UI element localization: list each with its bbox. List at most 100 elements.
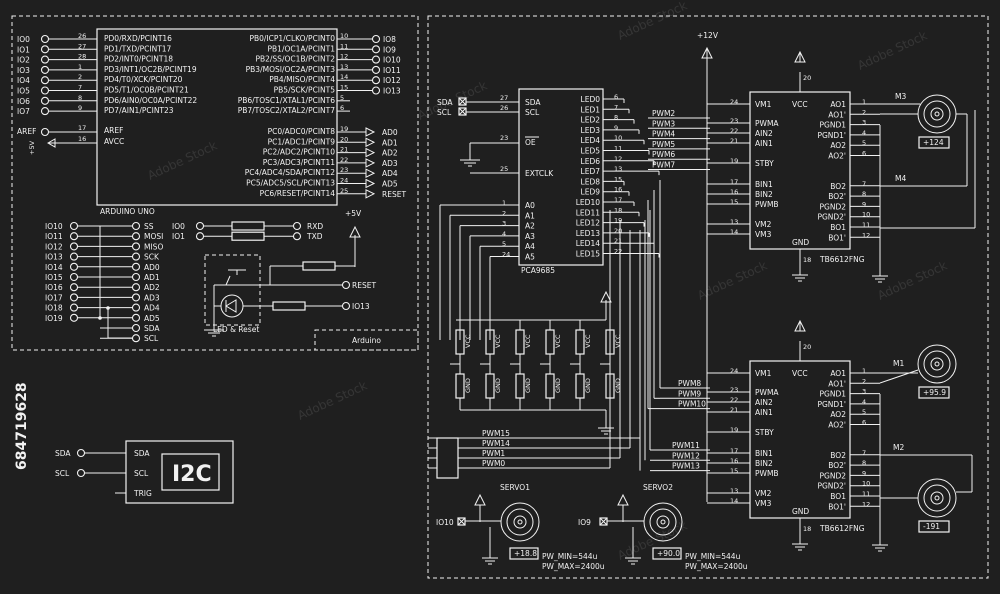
arduino-right-terminal[interactable]	[371, 76, 381, 85]
motor-readout-box	[918, 386, 950, 399]
header-right-net: AD3	[144, 293, 160, 302]
pca-led-pin: LED7	[581, 167, 601, 176]
pca-sda-num: 27	[500, 94, 508, 102]
reset-terminal[interactable]	[341, 280, 351, 290]
i2c-sda-terminal[interactable]	[76, 448, 86, 458]
uart-left-terminal[interactable]	[195, 232, 205, 241]
tb6612-left-num: 15	[730, 467, 738, 475]
io13-terminal[interactable]	[341, 301, 351, 311]
tb6612-left-pin: AIN1	[755, 408, 773, 417]
tb6612-name: TB6612FNG	[819, 255, 865, 264]
arduino-right-terminal[interactable]	[371, 65, 381, 74]
jumper-vcc[interactable]	[545, 329, 555, 355]
arduino-left-terminal[interactable]	[40, 34, 50, 44]
tb6612-left-pin: STBY	[755, 159, 774, 168]
tb6612-left-num: 24	[730, 367, 738, 375]
header-right-terminal[interactable]	[131, 221, 141, 231]
tb6612-vcc: VCC	[792, 369, 808, 378]
arduino-boundary	[11, 15, 419, 351]
arduino-left-terminal[interactable]	[40, 45, 50, 54]
header-left-terminal[interactable]	[69, 232, 79, 241]
arduino-left-terminal[interactable]	[40, 96, 50, 105]
arduino-right-pin-num: 5	[340, 94, 344, 102]
header-left-terminal[interactable]	[69, 293, 79, 302]
header-right-terminal[interactable]	[131, 232, 141, 241]
header-left-terminal[interactable]	[69, 262, 79, 271]
header-right-terminal[interactable]	[131, 303, 141, 312]
pca-led-num: 16	[614, 186, 622, 194]
header-left-terminal[interactable]	[69, 283, 79, 292]
sda-x-terminal[interactable]	[458, 97, 467, 106]
arduino-left-terminal[interactable]	[40, 65, 50, 74]
jumper-gnd[interactable]	[575, 373, 585, 399]
header-right-terminal[interactable]	[131, 293, 141, 302]
uart-left-net: IO0	[172, 222, 185, 231]
pca-led-num: 22	[614, 248, 622, 256]
header-right-net: SCL	[144, 334, 159, 343]
arduino-left-terminal[interactable]	[40, 76, 50, 85]
pca-scl: SCL	[525, 108, 540, 117]
header-left-terminal[interactable]	[69, 272, 79, 282]
pca-address-num: 1	[502, 199, 506, 207]
tb6612-left-pin: AIN2	[755, 129, 773, 138]
arduino-right-terminal[interactable]	[371, 55, 381, 64]
arduino-right-terminal[interactable]	[371, 86, 381, 95]
arduino-right-terminal[interactable]	[371, 45, 381, 54]
arduino-right-terminal[interactable]	[371, 34, 381, 44]
tb6612-right-num: 4	[862, 398, 866, 406]
header-right-terminal[interactable]	[131, 283, 141, 292]
uart-right-terminal[interactable]	[292, 232, 302, 241]
jumper-vcc[interactable]	[575, 329, 585, 355]
header-right-terminal[interactable]	[131, 262, 141, 271]
wire	[879, 369, 919, 384]
tb6612-left-num: 13	[730, 218, 738, 226]
uart-right-net: RXD	[307, 222, 323, 231]
header-right-terminal[interactable]	[131, 334, 141, 343]
uart-right-terminal[interactable]	[292, 221, 302, 231]
tb6612-left-pin: BIN2	[755, 190, 773, 199]
stock-id: 684719628	[14, 382, 30, 470]
uart-resistor	[231, 221, 265, 231]
jumper-vcc[interactable]	[515, 329, 525, 355]
header-left-terminal[interactable]	[69, 242, 79, 251]
motor-name: M1	[893, 359, 904, 368]
drive-section: PCA9685 SDA SCL 27 26 SDA SCL OE 23 EXTC…	[427, 15, 989, 579]
header-right-terminal[interactable]	[131, 272, 141, 282]
header-left-terminal[interactable]	[69, 313, 79, 322]
pca-sda-net: SDA	[437, 98, 453, 107]
header-right-terminal[interactable]	[131, 313, 141, 322]
jumper-gnd[interactable]	[455, 373, 465, 399]
scl-x-terminal[interactable]	[458, 107, 467, 116]
servo-shaft	[517, 519, 523, 525]
header-right-terminal[interactable]	[131, 242, 141, 251]
vcc-arrow-icon	[600, 290, 612, 303]
pca-led-pin: LED13	[576, 229, 600, 238]
header-right-net: AD1	[144, 273, 160, 282]
arduino-left-terminal[interactable]	[40, 86, 50, 95]
jumper-gnd[interactable]	[515, 373, 525, 399]
pca-led-num: 11	[614, 145, 622, 153]
arduino-left-net: IO3	[17, 66, 30, 75]
net-flag-icon	[365, 127, 376, 137]
arduino-left-terminal[interactable]	[40, 107, 50, 116]
header-left-terminal[interactable]	[69, 221, 79, 231]
i2c-scl-terminal[interactable]	[76, 468, 86, 478]
jumper-gnd[interactable]	[485, 373, 495, 399]
uart-left-terminal[interactable]	[195, 221, 205, 231]
header-left-terminal[interactable]	[69, 303, 79, 312]
watermark: Adobe Stock	[695, 258, 769, 302]
jumper-gnd[interactable]	[545, 373, 555, 399]
aref-terminal[interactable]	[40, 127, 50, 137]
header-right-terminal[interactable]	[131, 323, 141, 333]
tb6612-right-num: 12	[862, 500, 870, 508]
arduino-right-pin-num: 11	[340, 42, 348, 50]
tb6612-left-pin: BIN2	[755, 459, 773, 468]
avcc-label: AVCC	[104, 137, 124, 146]
driver-top: TB6612FNGVCCGND2018VM124PWMA23AIN222AIN1…	[707, 50, 888, 283]
header-right-terminal[interactable]	[131, 252, 141, 261]
header-left-terminal[interactable]	[69, 252, 79, 261]
avcc-num: 16	[78, 135, 86, 143]
arduino-left-terminal[interactable]	[40, 55, 50, 64]
motor-shaft	[934, 361, 940, 367]
